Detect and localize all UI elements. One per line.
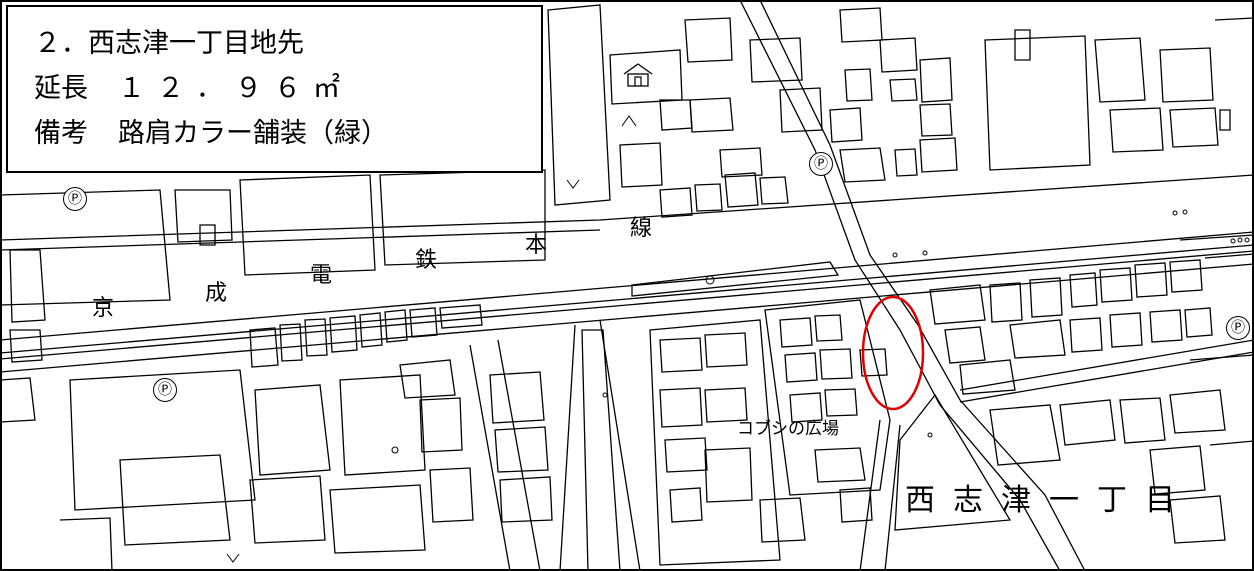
- length-label: 延長: [34, 73, 88, 104]
- buildings-east: [929, 253, 1254, 544]
- tree-icon: [226, 553, 240, 563]
- area-name-label: 西志津一丁目: [905, 483, 1193, 518]
- info-length-row: 延長 １２．９６㎡: [34, 66, 541, 111]
- railway-char: 鉄: [415, 248, 438, 273]
- parking-icon: Ⓟ: [63, 187, 87, 211]
- buildings-plaza-block: [649, 299, 891, 566]
- railway-char: 本: [525, 233, 548, 258]
- length-value: １２．９６㎡: [118, 73, 352, 104]
- plaza-label: コブシの広場: [737, 419, 839, 439]
- buildings-upper-right: [984, 17, 1254, 171]
- railway-char: 線: [630, 216, 653, 241]
- plaza-area: [894, 393, 1012, 531]
- railway-char: 電: [310, 263, 333, 288]
- railway-line: [0, 231, 1254, 373]
- info-box: ２．西志津一丁目地先 延長 １２．９６㎡ 備考路肩カラー舗装（緑）: [6, 5, 543, 173]
- buildings-upper-mid: [609, 7, 958, 218]
- railway-char: 京: [92, 296, 115, 321]
- parking-icon: Ⓟ: [1226, 316, 1250, 340]
- info-title: ２．西志津一丁目地先: [34, 28, 304, 59]
- buildings-mid-south: [59, 304, 553, 571]
- shrine-icon: [623, 63, 653, 87]
- site-marker: [861, 295, 925, 411]
- railway-char: 成: [205, 281, 228, 306]
- info-note-row: 備考路肩カラー舗装（緑）: [34, 111, 541, 156]
- parking-icon: Ⓟ: [809, 152, 833, 176]
- parking-icon: Ⓟ: [153, 378, 177, 402]
- tree-icon: [566, 179, 580, 189]
- school-icon: [621, 115, 637, 127]
- note-label: 備考: [34, 118, 88, 149]
- note-value: 路肩カラー舗装（緑）: [118, 118, 388, 149]
